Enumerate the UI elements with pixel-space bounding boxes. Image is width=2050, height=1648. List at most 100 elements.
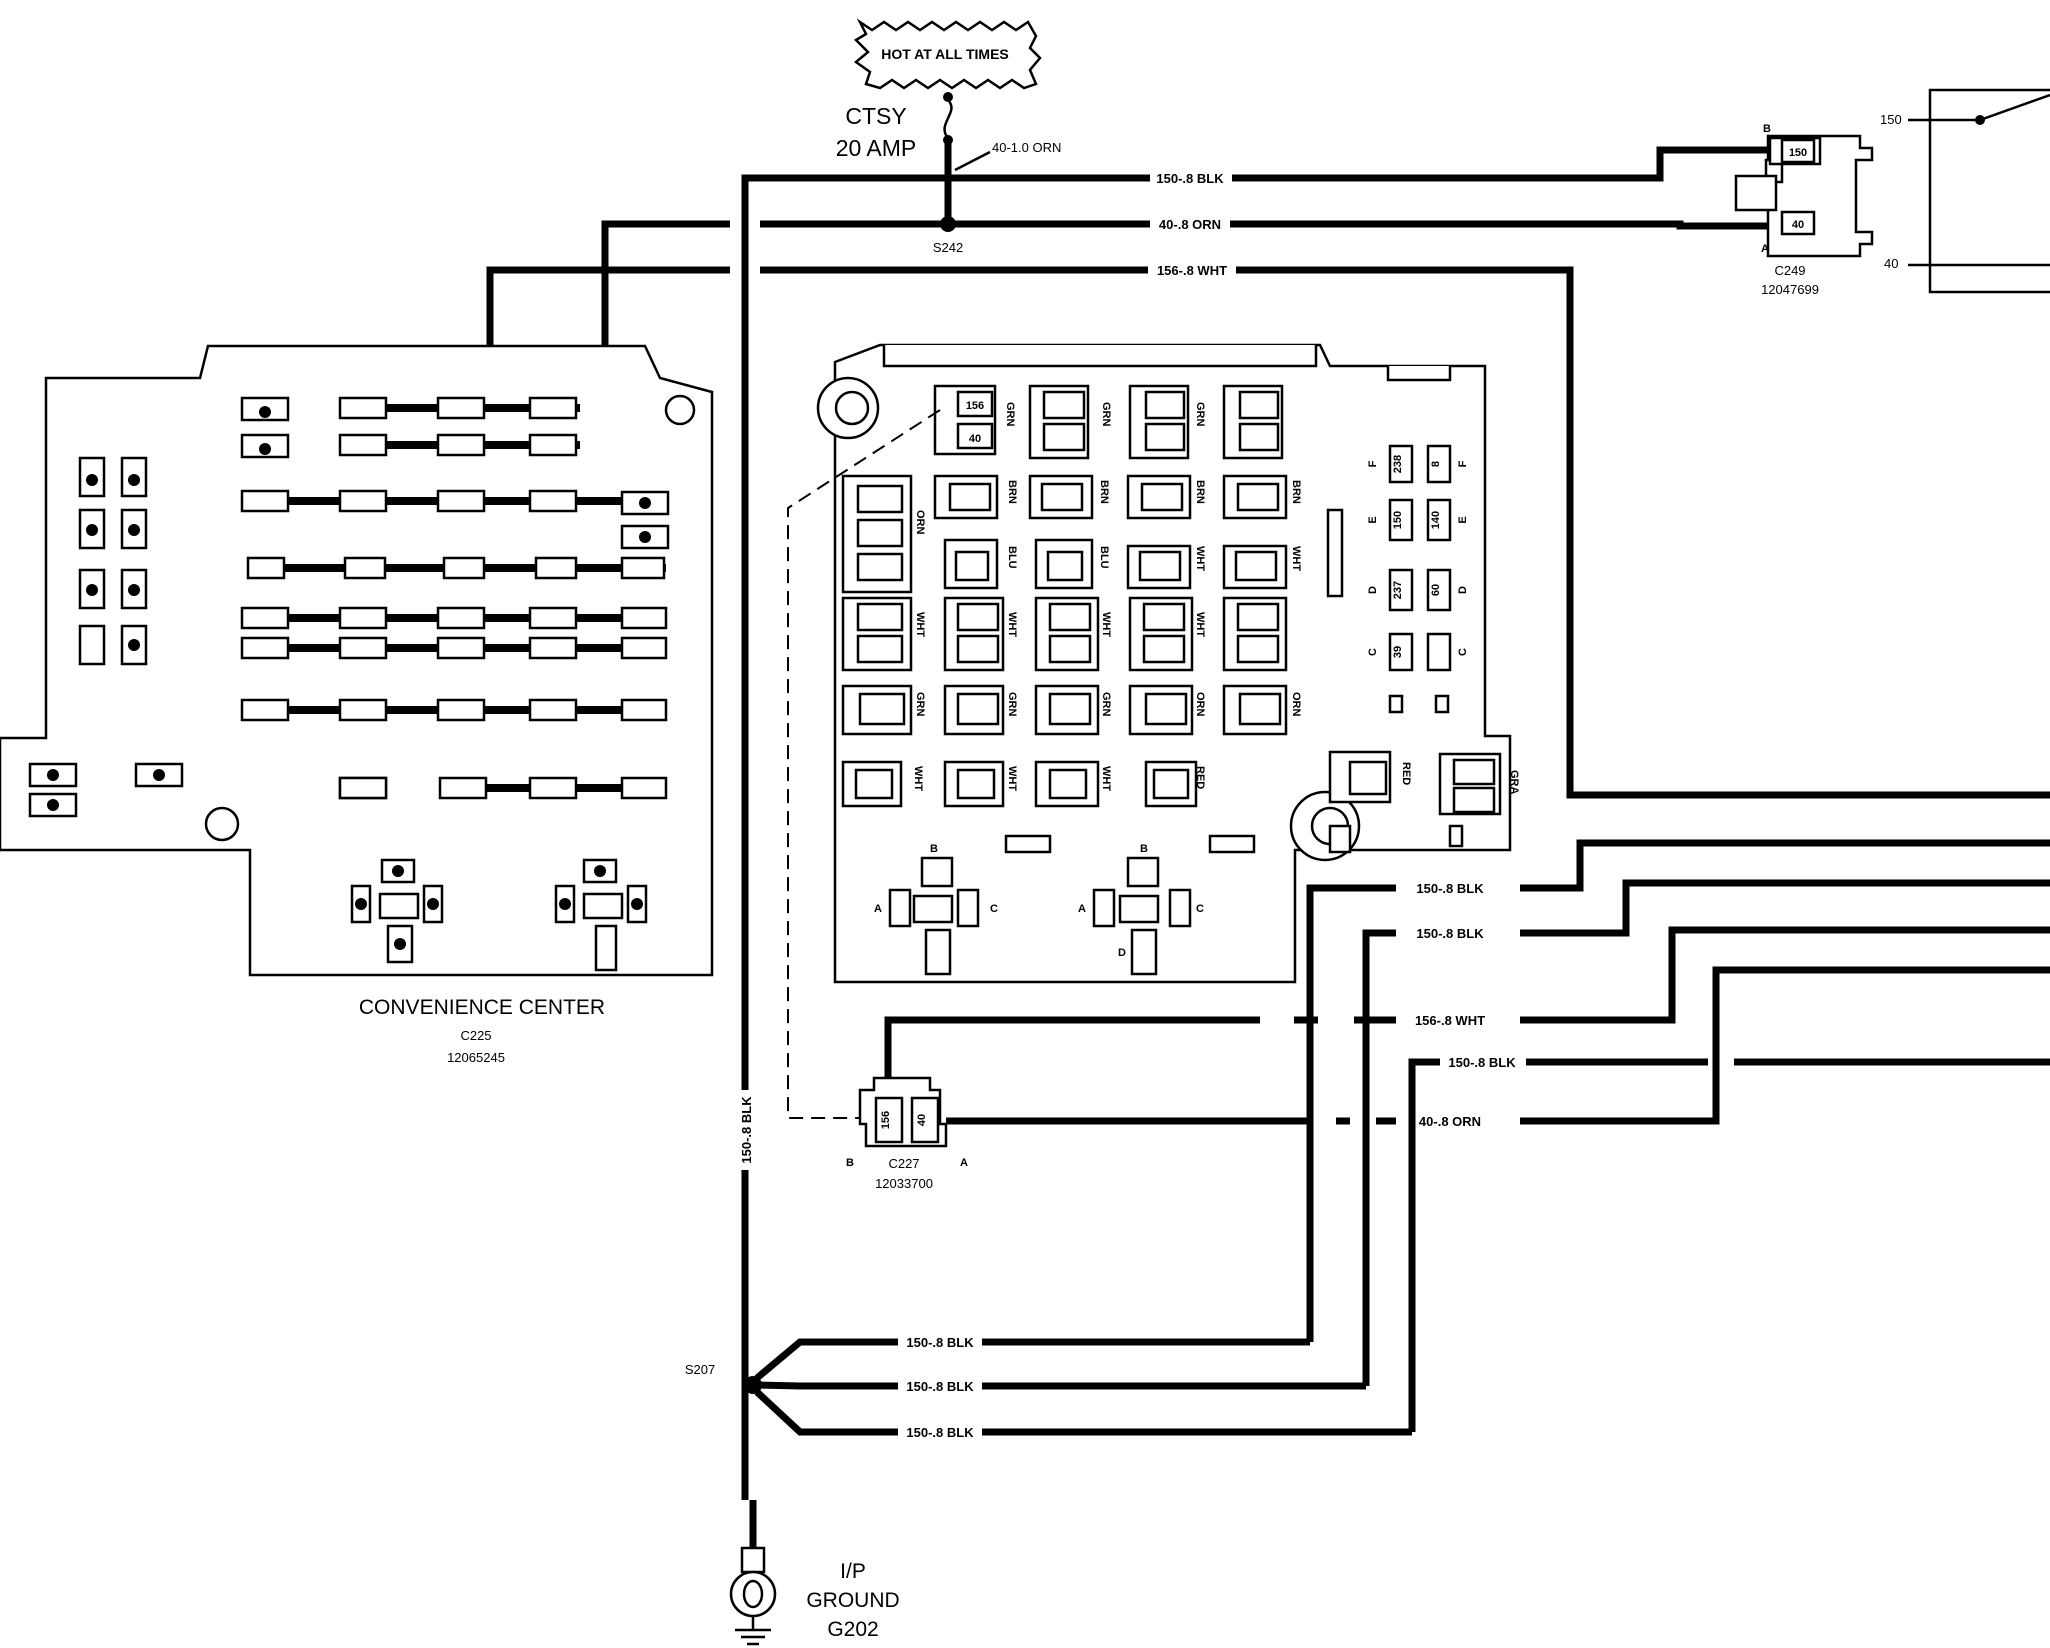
- label-ground-blk-1: 150-.8 BLK: [906, 1335, 974, 1350]
- color-wht-8: WHT: [1006, 766, 1018, 791]
- color-wht-1: WHT: [1194, 546, 1206, 571]
- row-f: F: [1367, 460, 1379, 467]
- relay1-pin-b: B: [930, 843, 938, 855]
- fb-cav-40: 40: [969, 433, 981, 445]
- splice-s242-label: S242: [933, 240, 963, 255]
- label-top-blk: 150-.8 BLK: [1156, 171, 1224, 186]
- c249-part: 12047699: [1761, 282, 1819, 297]
- row-c: C: [1367, 648, 1379, 656]
- label-vertical-blk: 150-.8 BLK: [739, 1096, 754, 1164]
- row-d-r: D: [1457, 586, 1469, 594]
- label-top-orn-10: 40-1.0 ORN: [992, 140, 1061, 155]
- fuse-150: 150: [1392, 511, 1404, 529]
- c227-cav-40: 40: [916, 1114, 928, 1126]
- dashed-link: [787, 409, 941, 1119]
- label-right-orn: 40-.8 ORN: [1419, 1114, 1481, 1129]
- ground-g202: I/P GROUND G202: [729, 1500, 900, 1646]
- ground-line3: G202: [827, 1618, 878, 1641]
- color-red-1: RED: [1194, 766, 1206, 789]
- fuse-238: 238: [1392, 455, 1404, 473]
- color-red-2: RED: [1400, 762, 1412, 785]
- color-grn-1: GRN: [1004, 402, 1016, 427]
- row-e-r: E: [1457, 516, 1469, 523]
- hot-at-all-times-badge: HOT AT ALL TIMES: [853, 18, 1042, 90]
- c249-cav-b: 150: [1789, 147, 1807, 159]
- fb-relay-pins: A B C A B C D: [874, 843, 1204, 959]
- label-right-wht: 156-.8 WHT: [1415, 1013, 1485, 1028]
- label-ground-blk-2: 150-.8 BLK: [906, 1379, 974, 1394]
- splice-s207-label: S207: [685, 1362, 715, 1377]
- color-brn-1: BRN: [1006, 480, 1018, 504]
- connector-c249: B 150 40 A C249 12047699: [1734, 123, 1874, 297]
- cc-fuse-slots: [240, 396, 668, 800]
- wire-150-blk-right-2: [1362, 879, 2050, 1386]
- label-right-blk-3: 150-.8 BLK: [1448, 1055, 1516, 1070]
- color-orn-1: ORN: [914, 510, 926, 535]
- relay2-pin-b: B: [1140, 843, 1148, 855]
- color-brn-3: BRN: [1194, 480, 1206, 504]
- wire-150-blk-right-3: [1408, 1058, 1708, 1432]
- ground-line2: GROUND: [806, 1589, 899, 1612]
- color-wht-7: WHT: [912, 766, 924, 791]
- row-f-r: F: [1457, 460, 1469, 467]
- color-grn-5: GRN: [1006, 692, 1018, 717]
- switch-term-150: 150: [1880, 112, 1902, 127]
- color-brn-4: BRN: [1290, 480, 1302, 504]
- wire-150-blk-right-1: [1306, 839, 2050, 1342]
- color-brn-2: BRN: [1098, 480, 1110, 504]
- relay1-pin-a: A: [874, 903, 882, 915]
- c227-pin-b: B: [846, 1157, 854, 1169]
- c249-pin-b: B: [1763, 123, 1771, 135]
- color-wht-4: WHT: [1006, 612, 1018, 637]
- fuse-block: 156 40: [816, 343, 1520, 984]
- connector-c227: 156 40 B A C227 12033700: [846, 1010, 1396, 1191]
- fuse-name: CTSY: [845, 103, 906, 129]
- c225-id: C225: [460, 1028, 491, 1043]
- color-blu-2: BLU: [1098, 546, 1110, 569]
- row-d: D: [1367, 586, 1379, 594]
- c225-part: 12065245: [447, 1050, 505, 1065]
- fuse-ctsy: CTSY 20 AMP: [836, 92, 953, 161]
- wire-ground-branch-3: [754, 1389, 1412, 1436]
- relay2-pin-c: C: [1196, 903, 1204, 915]
- color-wht-5: WHT: [1100, 612, 1112, 637]
- color-orn-3: ORN: [1290, 692, 1302, 717]
- c249-id: C249: [1774, 263, 1805, 278]
- hot-label: HOT AT ALL TIMES: [881, 46, 1009, 62]
- color-wht-9: WHT: [1100, 766, 1112, 791]
- fb-row-letters: F F E E D D C C: [1367, 460, 1469, 656]
- wire-150-blk-top: [741, 146, 1770, 1500]
- fb-wire-colors: GRN GRN GRN ORN BRN BRN BRN BRN BLU BLU …: [912, 402, 1520, 795]
- fb-relay-fuses: 238 8 150 140 237 60 39: [1392, 455, 1442, 658]
- cc-relay-sockets: [28, 396, 670, 972]
- wire-156-wht-right: [1520, 926, 2050, 1024]
- label-top-orn: 40-.8 ORN: [1159, 217, 1221, 232]
- convenience-center-title: CONVENIENCE CENTER: [359, 996, 605, 1019]
- convenience-center: CONVENIENCE CENTER C225 12065245: [0, 344, 714, 1065]
- label-right-blk-2: 150-.8 BLK: [1416, 926, 1484, 941]
- fb-cav-156: 156: [966, 400, 984, 412]
- fuse-237: 237: [1392, 581, 1404, 599]
- label-ground-blk-3: 150-.8 BLK: [906, 1425, 974, 1440]
- relay1-pin-c: C: [990, 903, 998, 915]
- color-blu-1: BLU: [1006, 546, 1018, 569]
- label-right-blk-1: 150-.8 BLK: [1416, 881, 1484, 896]
- color-grn-6: GRN: [1100, 692, 1112, 717]
- color-wht-6: WHT: [1194, 612, 1206, 637]
- row-c-r: C: [1457, 648, 1469, 656]
- wire-ground-branch-2: [756, 1381, 1366, 1390]
- color-grn-4: GRN: [914, 692, 926, 717]
- ground-line1: I/P: [840, 1560, 866, 1583]
- fuse-140: 140: [1430, 511, 1442, 529]
- c227-part: 12033700: [875, 1176, 933, 1191]
- fuse-60: 60: [1430, 584, 1442, 596]
- color-grn-2: GRN: [1100, 402, 1112, 427]
- color-wht-2: WHT: [1290, 546, 1302, 571]
- fuse-8: 8: [1430, 461, 1442, 467]
- color-gra-1: GRA: [1508, 770, 1520, 795]
- splice-s207: [744, 1376, 762, 1394]
- color-wht-3: WHT: [914, 612, 926, 637]
- switch-box: 150 40: [1880, 88, 2050, 294]
- switch-term-40: 40: [1884, 256, 1898, 271]
